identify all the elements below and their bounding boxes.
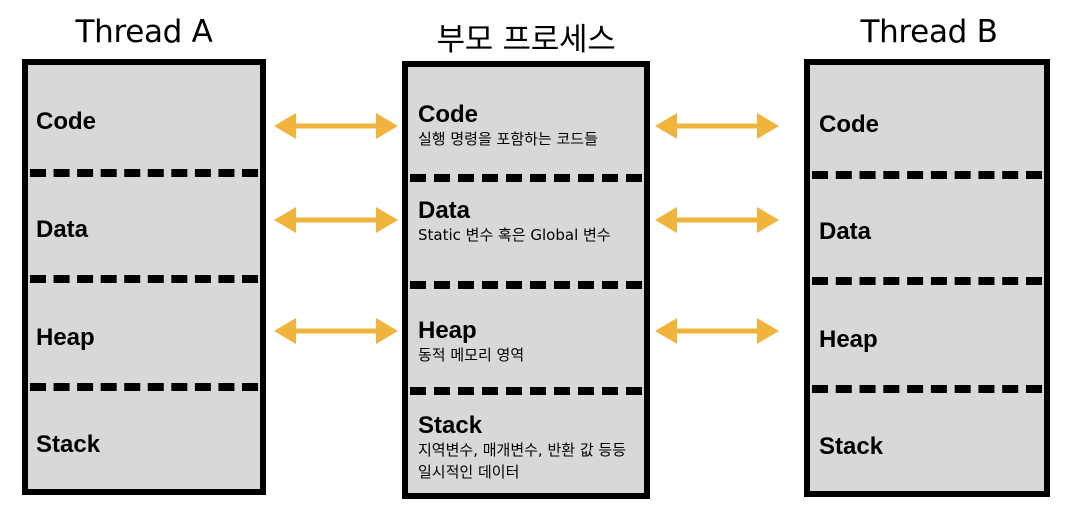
thread-b-stack-label: Stack xyxy=(819,433,884,460)
thread-b-divider-1 xyxy=(812,171,1042,179)
left-data-double-arrow-icon xyxy=(274,207,398,233)
parent-heap-desc: 동적 메모리 영역 xyxy=(418,346,525,364)
thread-a-title: Thread A xyxy=(75,14,213,50)
parent-code-label: Code xyxy=(418,101,478,128)
right-data-double-arrow-icon xyxy=(655,207,779,233)
parent-divider-1 xyxy=(410,174,642,182)
parent-divider-2 xyxy=(410,281,642,289)
parent-code-desc: 실행 명령을 포함하는 코드들 xyxy=(418,130,598,148)
parent-stack-desc: 지역변수, 매개변수, 반환 값 등등 일시적인 데이터 xyxy=(418,441,627,481)
parent-data-label: Data xyxy=(418,197,471,224)
thread-a-heap-label: Heap xyxy=(36,324,95,351)
thread-a-stack-label: Stack xyxy=(36,431,101,458)
thread-a-data-label: Data xyxy=(36,216,89,243)
thread-b-title: Thread B xyxy=(860,14,998,50)
parent-stack-label: Stack xyxy=(418,412,483,439)
parent-heap-label: Heap xyxy=(418,317,477,344)
right-code-double-arrow-icon xyxy=(655,113,779,139)
parent-process-title: 부모 프로세스 xyxy=(436,22,616,58)
thread-b-box: Code Data Heap Stack xyxy=(804,59,1050,497)
thread-a-divider-3 xyxy=(30,383,258,391)
thread-a-code-label: Code xyxy=(36,108,96,135)
thread-b-divider-2 xyxy=(812,277,1042,285)
thread-a-divider-2 xyxy=(30,275,258,283)
thread-a-box: Code Data Heap Stack xyxy=(22,59,266,495)
parent-divider-3 xyxy=(410,387,642,395)
thread-b-heap-label: Heap xyxy=(819,326,878,353)
parent-data-desc: Static 변수 혹은 Global 변수 xyxy=(418,226,611,244)
thread-b-data-label: Data xyxy=(819,218,872,245)
thread-b-divider-3 xyxy=(812,385,1042,393)
left-code-double-arrow-icon xyxy=(274,113,398,139)
right-heap-double-arrow-icon xyxy=(655,318,779,344)
parent-process-box: Code 실행 명령을 포함하는 코드들 Data Static 변수 혹은 G… xyxy=(402,61,650,499)
thread-b-code-label: Code xyxy=(819,111,879,138)
thread-a-divider-1 xyxy=(30,169,258,177)
left-heap-double-arrow-icon xyxy=(274,318,398,344)
